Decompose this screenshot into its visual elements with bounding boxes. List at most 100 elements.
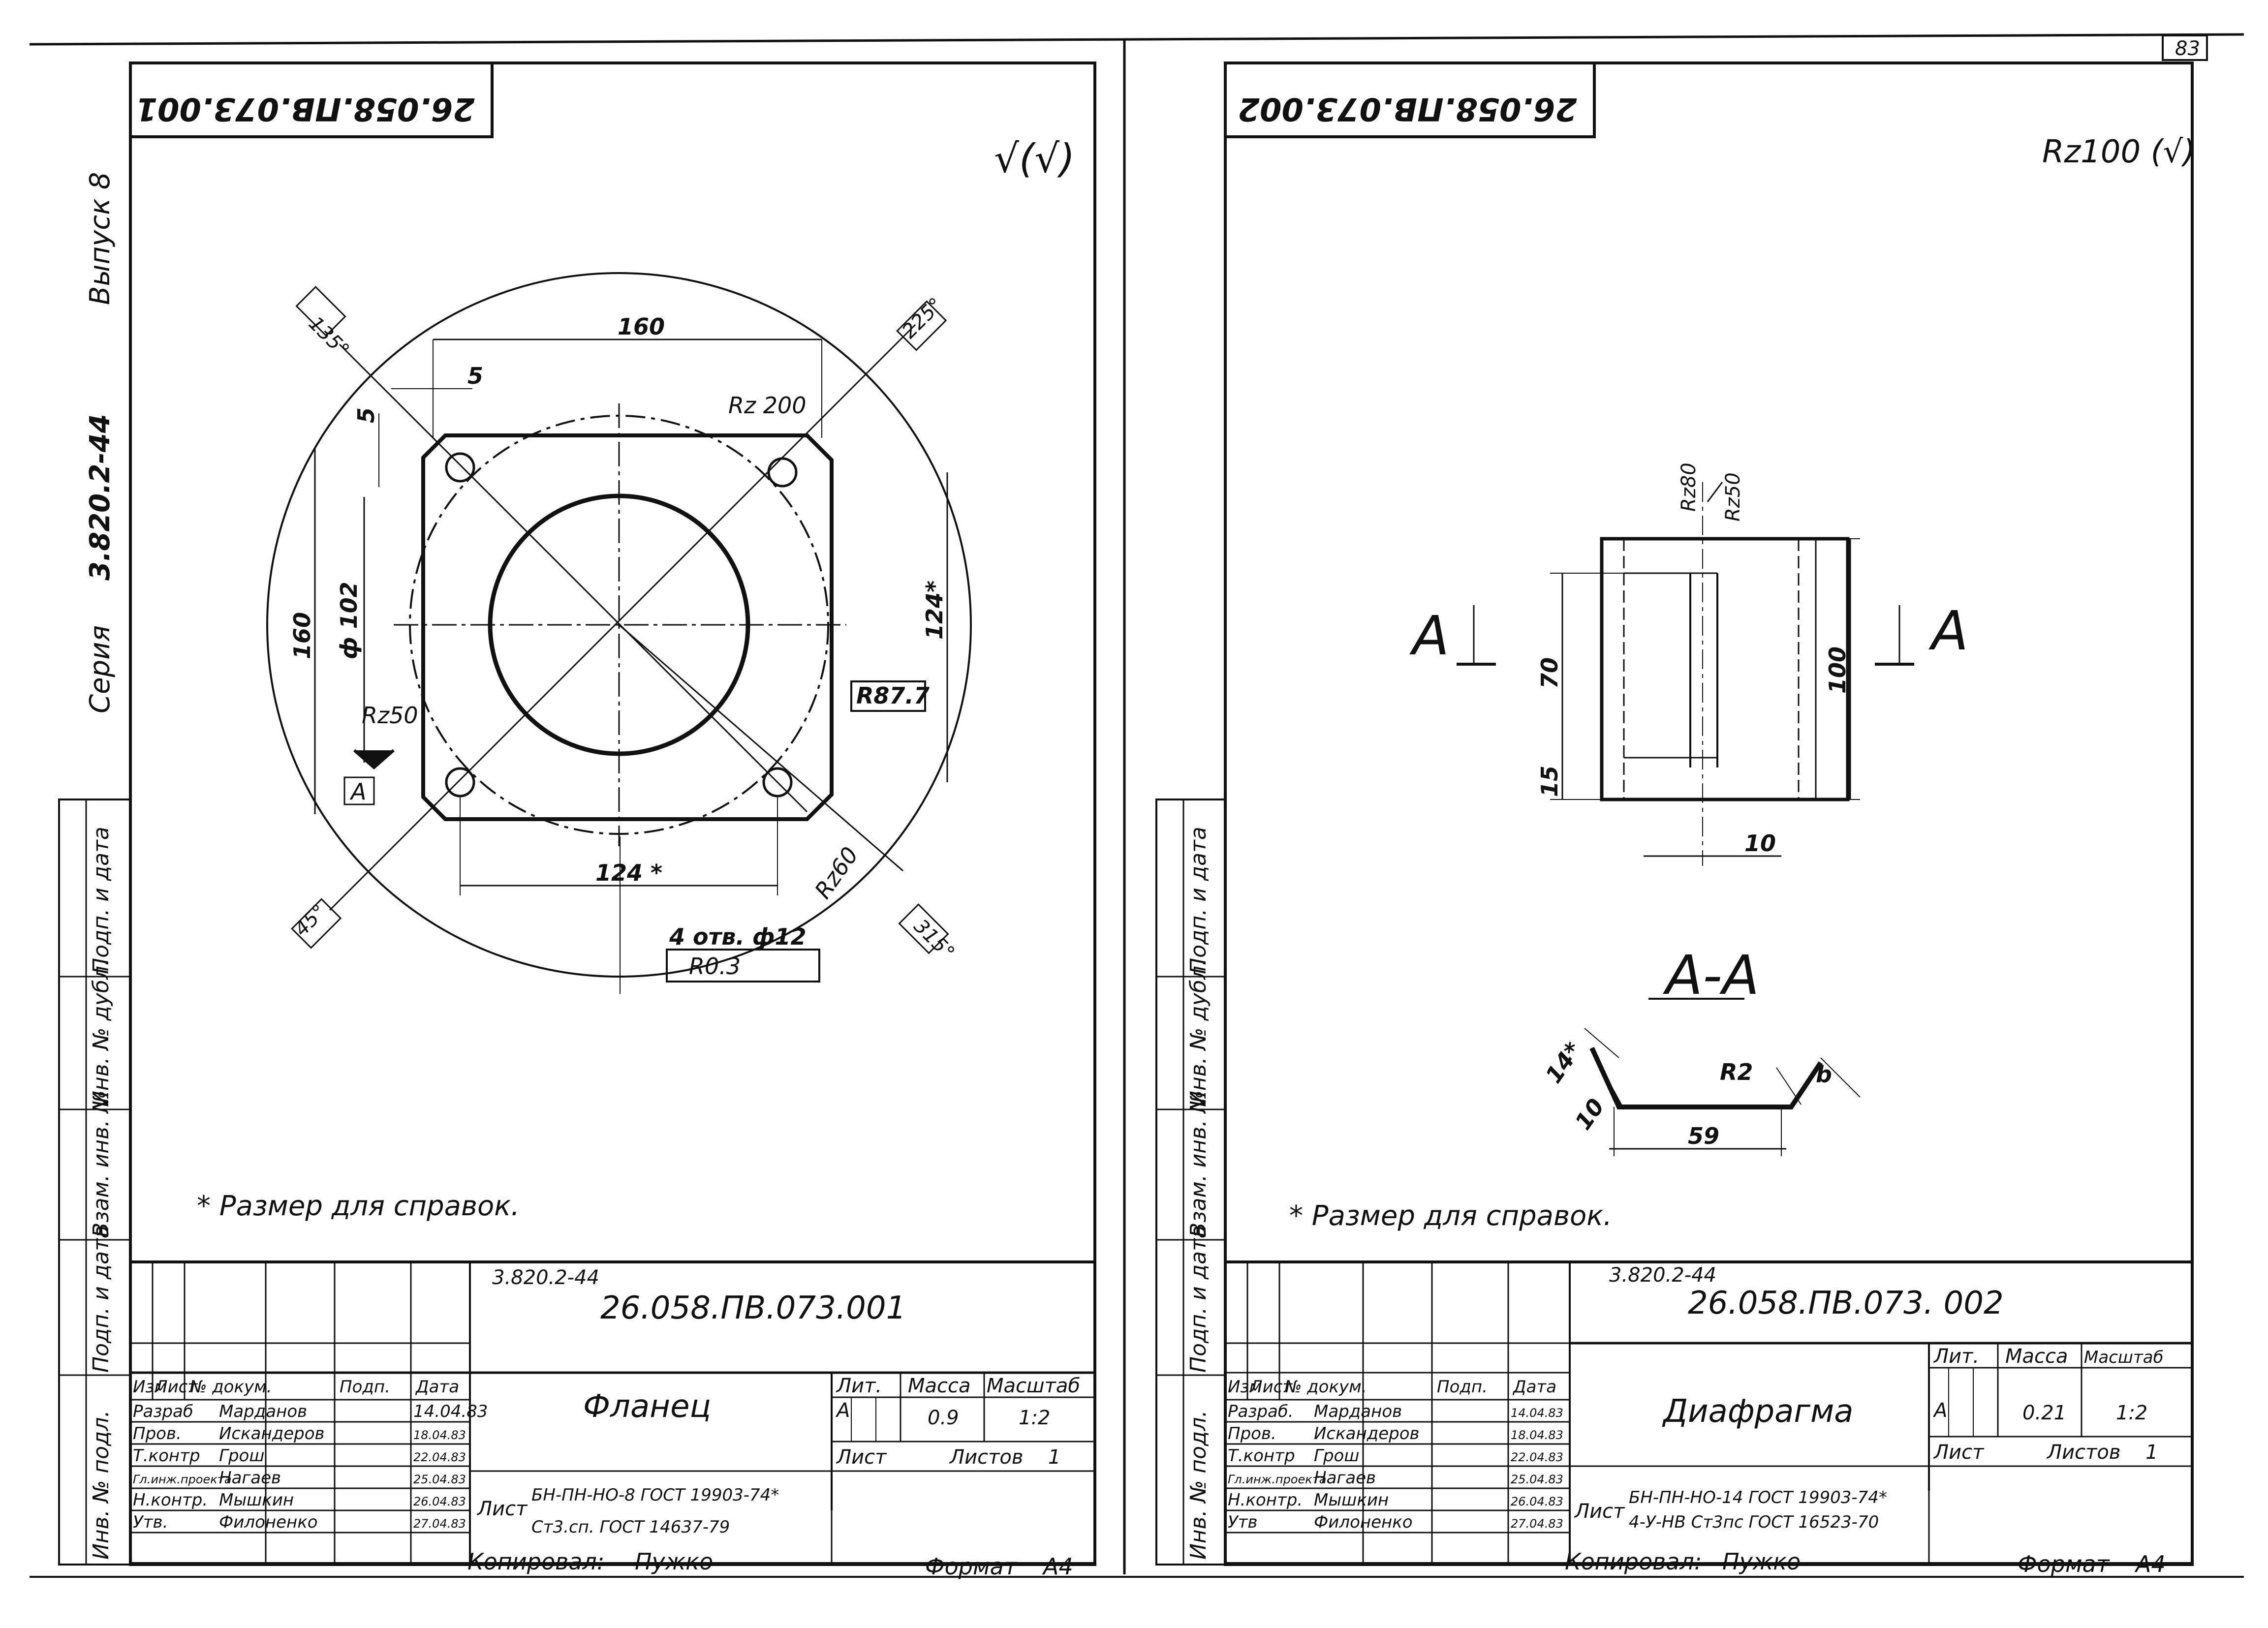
svg-text:10: 10 [1744,830,1776,857]
svg-text:3.820.2-44: 3.820.2-44 [84,414,116,581]
svg-text:Лист: Лист [476,1498,528,1520]
svg-text:Лит.: Лит. [836,1375,882,1397]
sheet2-roughness-mark: Rz100 (√) [2042,134,2195,170]
svg-text:25.04.83: 25.04.83 [413,1473,466,1486]
svg-text:Копировал:: Копировал: [467,1548,604,1575]
svg-text:4-У-НВ Ст3пс ГОСТ 16523-70: 4-У-НВ Ст3пс ГОСТ 16523-70 [1629,1512,1879,1532]
svg-text:Т.контр: Т.контр [1228,1446,1295,1466]
svg-text:Н.контр.: Н.контр. [1228,1490,1303,1510]
svg-text:Лист: Лист [1574,1500,1625,1523]
svg-text:R0.3: R0.3 [689,953,741,980]
svg-text:1:2: 1:2 [2116,1402,2147,1424]
svg-text:70: 70 [1536,657,1563,689]
svg-text:315°: 315° [909,915,959,965]
sheet2-title-block-text: 3.820.2-44 26.058.ПВ.073. 002 Диафрагма … [1228,1264,2164,1532]
svg-text:Лист: Лист [836,1446,887,1469]
sheet1-footer: Копировал: Пужко Формат А4 [467,1548,1073,1580]
sheet1-mirror-code: 26.058.ПВ.073.001 [136,91,475,127]
svg-text:Инв. № подл.: Инв. № подл. [1186,1410,1211,1560]
svg-text:Нагаев: Нагаев [219,1468,281,1488]
diaphragm-dimensions: А А 70 15 100 10 Rz80 Rz50 А-А 14* 10 R2… [1409,462,1968,1149]
svg-text:А: А [349,778,366,805]
svg-text:160: 160 [618,313,665,340]
sheet1-title-block [129,1260,1096,1566]
svg-text:b: b [1816,1061,1832,1088]
svg-text:А: А [1932,1399,1947,1422]
svg-text:Лист: Лист [154,1377,198,1397]
svg-text:Филоненко: Филоненко [1314,1512,1413,1532]
sheet1-title-block-text: 3.820.2-44 26.058.ПВ.073.001 Фланец Лит.… [133,1266,1080,1537]
svg-text:14.04.83: 14.04.83 [413,1402,488,1421]
svg-text:18.04.83: 18.04.83 [1511,1428,1563,1442]
svg-text:160: 160 [289,612,315,659]
svg-text:Листов: Листов [949,1446,1023,1469]
svg-text:Филоненко: Филоненко [219,1512,318,1532]
svg-text:26.04.83: 26.04.83 [413,1495,466,1508]
svg-text:1: 1 [1048,1446,1060,1469]
svg-text:Разраб: Разраб [133,1402,193,1421]
series-label: Серия 3.820.2-44 Выпуск 8 [84,172,116,713]
svg-text:1: 1 [2145,1441,2158,1464]
svg-text:14*: 14* [1540,1037,1587,1088]
svg-text:Подп. и дата: Подп. и дата [89,827,114,974]
svg-text:Копировал:: Копировал: [1565,1548,1702,1575]
svg-text:Взам. инв. №: Взам. инв. № [89,1090,114,1237]
svg-text:Взам. инв. №: Взам. инв. № [1186,1090,1211,1237]
svg-text:Марданов: Марданов [219,1402,307,1421]
svg-text:R2: R2 [1720,1059,1753,1085]
svg-text:БН-ПН-НО-8 ГОСТ 19903-74*: БН-ПН-НО-8 ГОСТ 19903-74* [531,1485,779,1505]
svg-text:14.04.83: 14.04.83 [1511,1406,1563,1420]
svg-text:124*: 124* [921,581,948,640]
svg-text:Серия: Серия [84,625,116,713]
svg-text:Масса: Масса [908,1375,971,1397]
svg-text:Диафрагма: Диафрагма [1662,1393,1854,1430]
svg-text:Изм: Изм [1228,1377,1262,1397]
svg-text:Утв.: Утв. [133,1512,168,1532]
svg-text:Разраб.: Разраб. [1228,1402,1294,1421]
svg-text:Дата: Дата [1512,1377,1556,1397]
svg-text:27.04.83: 27.04.83 [413,1517,466,1531]
svg-text:Мышкин: Мышкин [219,1490,294,1510]
svg-text:26.058.ПВ.073. 002: 26.058.ПВ.073. 002 [1688,1285,2004,1321]
svg-text:Инв. № дубл.: Инв. № дубл. [89,959,114,1107]
svg-text:Пужко: Пужко [635,1548,713,1575]
diaphragm-drawing [1457,482,1914,1156]
svg-text:100: 100 [1824,646,1851,694]
svg-text:Rz60: Rz60 [809,842,864,903]
svg-text:Нагаев: Нагаев [1314,1468,1376,1488]
svg-text:15: 15 [1536,766,1563,797]
flange-drawing [266,272,972,994]
svg-text:Подп.: Подп. [1437,1377,1488,1397]
svg-text:Масштаб: Масштаб [2084,1348,2164,1367]
svg-text:Подп.: Подп. [340,1377,390,1397]
svg-text:А4: А4 [1042,1553,1073,1580]
svg-text:Н.контр.: Н.контр. [133,1490,208,1510]
svg-text:1:2: 1:2 [1019,1407,1050,1429]
svg-text:Подп. и дата: Подп. и дата [89,1225,114,1373]
svg-text:Rz80: Rz80 [1678,462,1700,512]
svg-text:А: А [1409,604,1449,667]
svg-text:Искандеров: Искандеров [219,1424,325,1444]
svg-text:Подп. и дата: Подп. и дата [1186,827,1211,974]
svg-text:Лит.: Лит. [1933,1345,1979,1368]
svg-text:А: А [1928,599,1968,662]
sheet2-footer: Копировал: Пужко Формат А4 [1565,1548,2166,1577]
flange-dimensions: 160 5 5 160 ф 102 Rz50 А Rz 200 124* 124… [289,293,959,980]
svg-text:Фланец: Фланец [583,1388,711,1425]
svg-text:3.820.2-44: 3.820.2-44 [1609,1264,1716,1287]
svg-text:26.058.ПВ.073.001: 26.058.ПВ.073.001 [600,1290,906,1326]
svg-text:ф 102: ф 102 [336,582,362,659]
svg-text:Инв. № подл.: Инв. № подл. [89,1410,114,1560]
svg-text:0.9: 0.9 [928,1407,959,1429]
svg-text:Rz 200: Rz 200 [728,392,807,419]
svg-text:26.04.83: 26.04.83 [1511,1495,1563,1508]
svg-text:Гл.инж.проекта: Гл.инж.проекта [1228,1473,1326,1486]
svg-text:Лист: Лист [1933,1441,1985,1464]
svg-text:0.21: 0.21 [2022,1402,2066,1424]
svg-text:135°: 135° [304,312,354,362]
svg-text:Инв. № дубл.: Инв. № дубл. [1186,959,1211,1107]
sheet1-roughness-mark: √(√) [994,136,1075,182]
svg-text:Грош: Грош [219,1446,264,1466]
svg-text:Дата: Дата [415,1377,459,1397]
